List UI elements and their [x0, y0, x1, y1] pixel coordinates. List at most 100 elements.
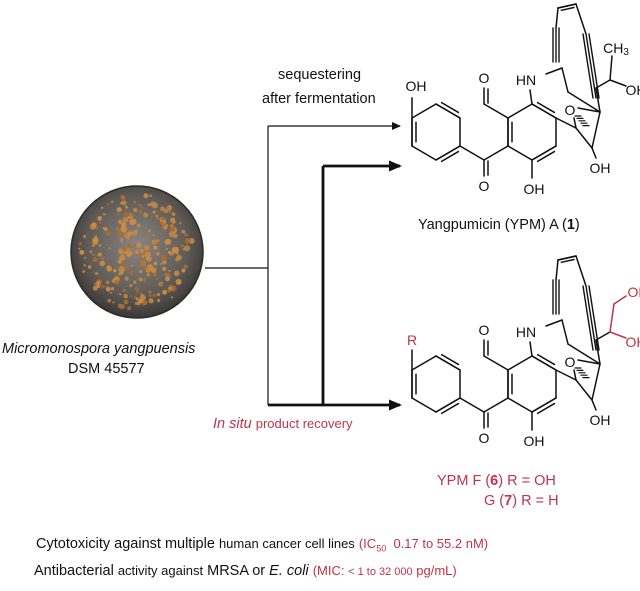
- colony: [113, 240, 115, 242]
- colony: [79, 248, 81, 250]
- finding-2-a: Antibacterial: [34, 563, 114, 579]
- colony: [117, 207, 122, 212]
- colony: [124, 208, 126, 210]
- carbonyl-oxygen-bottom: O: [479, 430, 490, 446]
- bond: [546, 320, 562, 326]
- colony: [116, 212, 119, 215]
- compound-6-suffix: ) R = OH: [498, 473, 556, 489]
- colony: [160, 283, 163, 286]
- colony: [151, 269, 154, 272]
- bond: [412, 398, 436, 412]
- colony: [166, 239, 171, 244]
- finding-2-values: (MIC: < 1 to 32 000 pg/mL): [313, 563, 457, 578]
- colony: [130, 214, 133, 217]
- finding-1-a: Cytotoxicity against multiple: [36, 536, 215, 552]
- colony: [146, 267, 152, 273]
- bond: [508, 356, 532, 370]
- ring-c-double-inner: [538, 152, 555, 162]
- bond: [484, 356, 508, 370]
- colony: [131, 265, 133, 267]
- colony: [139, 270, 142, 273]
- colony: [157, 239, 160, 242]
- colony: [79, 242, 82, 245]
- colony: [181, 244, 184, 247]
- colony: [113, 269, 116, 272]
- bond: [592, 112, 600, 148]
- colony: [148, 290, 151, 293]
- colony: [121, 240, 123, 242]
- finding-1-b: human cancer cell lines: [219, 536, 355, 551]
- colony: [101, 257, 105, 261]
- colony: [99, 261, 105, 267]
- bond: [576, 256, 586, 286]
- bond: [562, 320, 568, 344]
- bond: [576, 380, 592, 400]
- colony: [153, 294, 156, 297]
- colony: [130, 253, 132, 255]
- colony: [130, 273, 133, 276]
- colony: [152, 239, 157, 244]
- colony: [106, 281, 109, 284]
- bond: [556, 370, 576, 380]
- colony: [97, 285, 100, 288]
- bond: [592, 364, 600, 400]
- colony: [101, 285, 105, 289]
- compound-7-number: 7: [504, 493, 512, 509]
- colony: [93, 257, 98, 262]
- bond: [508, 146, 532, 160]
- colony: [143, 233, 146, 236]
- colony: [153, 234, 155, 236]
- colony: [121, 196, 125, 200]
- colony: [153, 272, 157, 276]
- colony: [124, 300, 129, 305]
- compound-1-name: Yangpumicin (YPM) A (: [418, 217, 567, 233]
- petri-dish-image: [71, 186, 203, 318]
- bond: [610, 56, 612, 80]
- bond: [484, 104, 508, 118]
- colony: [156, 215, 159, 218]
- colony: [136, 291, 138, 293]
- colony: [153, 246, 157, 250]
- ring-a-double-inner: [442, 103, 459, 113]
- colony: [125, 277, 129, 281]
- in-situ-label: In situ product recovery: [213, 417, 353, 433]
- colony: [161, 254, 167, 260]
- methyl-label: CH3: [603, 40, 629, 58]
- colony: [122, 262, 126, 266]
- finding-cytotoxicity: Cytotoxicity against multiple human canc…: [36, 537, 488, 554]
- compound-1-number: 1: [567, 217, 575, 233]
- bond: [530, 90, 532, 104]
- colony: [139, 210, 143, 214]
- phenol-oh-bottom: OH: [524, 181, 545, 197]
- colony: [153, 226, 155, 228]
- colony: [95, 272, 98, 275]
- epoxide-oxygen: O: [565, 354, 576, 370]
- colony: [162, 260, 166, 264]
- colony: [162, 290, 167, 295]
- bond: [610, 80, 626, 86]
- colony: [106, 287, 111, 292]
- colony: [133, 208, 137, 212]
- in-situ-italic: In situ: [213, 416, 252, 432]
- colony: [161, 217, 165, 221]
- colony: [120, 304, 125, 309]
- colony: [170, 226, 176, 232]
- colony: [133, 247, 135, 249]
- r-group-label: R: [407, 332, 417, 348]
- finding-2-c: MRSA or: [207, 563, 265, 579]
- diene-double-inner: [561, 260, 574, 263]
- colony: [179, 222, 181, 224]
- colony: [130, 295, 132, 297]
- colony: [138, 303, 141, 306]
- colony: [168, 251, 171, 254]
- structure-ypm-f-g: OOROHHNOOHOHOH: [407, 256, 640, 449]
- bond: [460, 398, 484, 412]
- ring-a-double-inner: [442, 355, 459, 365]
- colony: [92, 244, 95, 247]
- after-fermentation-label: after fermentation: [262, 92, 376, 108]
- compound-2-label-line1: YPM F (6) R = OH: [437, 474, 556, 490]
- colony: [173, 233, 178, 238]
- bond: [562, 68, 568, 92]
- alcohol-oh-label: OH: [590, 160, 611, 176]
- colony: [106, 231, 111, 236]
